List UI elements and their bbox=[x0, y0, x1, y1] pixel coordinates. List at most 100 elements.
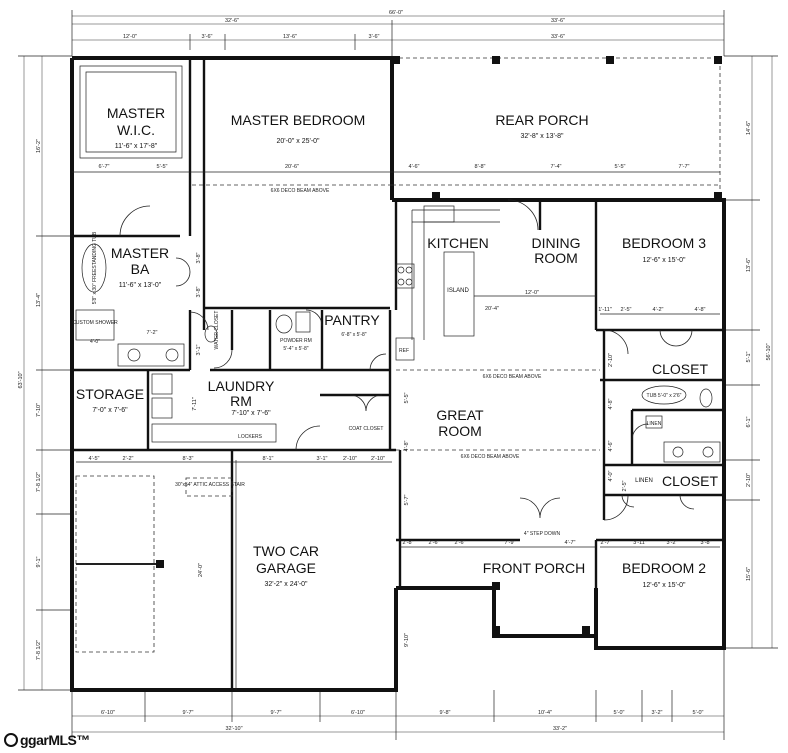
dim-bot-seg7: 5'-0" bbox=[614, 710, 625, 716]
laundry-label-1: LAUNDRY bbox=[208, 378, 275, 394]
master-ba-label-2: BA bbox=[131, 261, 150, 277]
shower-dim: 4'-0" bbox=[90, 339, 100, 345]
dim-br3-left1: 2'-10" bbox=[608, 353, 614, 367]
dim-top-right2: 33'-6" bbox=[551, 34, 565, 40]
master-bedroom-label: MASTER BEDROOM bbox=[231, 112, 366, 128]
master-ba-size: 11'-6" x 13'-0" bbox=[119, 282, 162, 289]
dim-left-mid: 13'-4" bbox=[36, 293, 42, 307]
dim-gar-seg5: 2'-10" bbox=[371, 456, 385, 462]
dim-bot-seg4: 6'-10" bbox=[351, 710, 365, 716]
garage-size: 32'-2" x 24'-0" bbox=[264, 581, 308, 588]
dim-right-210: 2'-10" bbox=[746, 473, 752, 487]
tub-label: TUB 5'-0" x 2'6" bbox=[647, 393, 682, 399]
dim-bot-seg1: 6'-10" bbox=[101, 710, 115, 716]
mls-logo: ggarMLS™ bbox=[4, 730, 90, 750]
vanity-dim: 7'-2" bbox=[147, 330, 158, 336]
dim-fp-depth: 9'-10" bbox=[404, 633, 410, 647]
dining-label-1: DINING bbox=[532, 235, 581, 251]
dim-br2-seg2: 3'-11" bbox=[633, 540, 647, 546]
dim-br3-left2: 4'-8" bbox=[608, 398, 614, 409]
linen1-label: LINEN bbox=[647, 421, 662, 427]
exterior-walls bbox=[70, 56, 726, 692]
dim-ba1: 3'-8" bbox=[196, 252, 202, 263]
dim-mbr-split: 20'-6" bbox=[285, 164, 299, 170]
bedroom2-size: 12'-6" x 15'-0" bbox=[642, 582, 686, 589]
garage-label-1: TWO CAR bbox=[253, 543, 319, 559]
dim-br2-seg4: 3'-8" bbox=[701, 540, 712, 546]
dim-right-61: 6'-1" bbox=[746, 416, 752, 427]
dim-gar-depth: 24'-0" bbox=[198, 563, 204, 577]
front-porch-label: FRONT PORCH bbox=[483, 560, 585, 576]
dim-porch-seg1: 4'-6" bbox=[409, 164, 420, 170]
dim-bot-seg2: 9'-7" bbox=[183, 710, 194, 716]
lockers-label: LOCKERS bbox=[238, 434, 263, 440]
dim-right-total: 56'-10" bbox=[766, 343, 772, 360]
rear-porch-size: 32'-8" x 13'-8" bbox=[520, 133, 564, 140]
custom-shower-label: CUSTOM SHOWER bbox=[72, 320, 118, 326]
master-ba-label-1: MASTER bbox=[111, 245, 169, 261]
dim-top-seg1: 12'-0" bbox=[123, 34, 137, 40]
ref-label: REF bbox=[399, 348, 409, 354]
dim-right-51: 5'-1" bbox=[746, 351, 752, 362]
attic-label-1: 30"x54" ATTIC ACCESS STAIR bbox=[175, 482, 245, 488]
doors bbox=[119, 199, 695, 521]
kitchen-fixtures: ISLAND REF 20'-4" 12'-0" bbox=[395, 205, 596, 361]
dim-right-top: 14'-6" bbox=[746, 121, 752, 135]
dim-br2-seg1: 2'-7" bbox=[601, 540, 612, 546]
dim-porch-seg3: 7'-4" bbox=[551, 164, 562, 170]
dim-stor-h: 7'-11" bbox=[192, 397, 198, 411]
dim-bot-seg6: 10'-4" bbox=[538, 710, 552, 716]
logo-icon bbox=[4, 733, 18, 747]
dim-left-bot: 7'-8 1/2" bbox=[36, 640, 42, 660]
dim-top-seg2: 3'-6" bbox=[202, 34, 213, 40]
dim-gar-seg2: 8'-1" bbox=[263, 456, 274, 462]
beam-great-label: 6X6 DECO BEAM ABOVE bbox=[483, 374, 542, 380]
powder-size: 5'-4" x 5'-8" bbox=[283, 346, 308, 352]
bottom-dimensions: 6'-10" 9'-7" 9'-7" 6'-10" 9'-8" 10'-4" 5… bbox=[71, 648, 725, 740]
pantry-size: 6'-8" x 5'-8" bbox=[341, 332, 366, 338]
laundry-size: 7'-10" x 7'-6" bbox=[231, 410, 271, 417]
dim-wc: 3'-1" bbox=[196, 344, 202, 355]
dim-bot-right: 33'-2" bbox=[553, 726, 567, 732]
dim-fp-seg3: 2'-6" bbox=[455, 540, 466, 546]
dim-right-156: 15'-6" bbox=[746, 567, 752, 581]
dim-cl1: 4'-6" bbox=[608, 440, 614, 451]
dim-top-seg4: 3'-6" bbox=[369, 34, 380, 40]
beam-rear-label: 6X6 DECO BEAM ABOVE bbox=[271, 188, 330, 194]
island-label: ISLAND bbox=[447, 288, 469, 294]
dim-fp-seg1: 2'-8" bbox=[403, 540, 414, 546]
dim-bot-seg9: 5'-0" bbox=[693, 710, 704, 716]
coat-closet-label: COAT CLOSET bbox=[349, 426, 384, 432]
dim-fp-seg5: 4'-7" bbox=[565, 540, 576, 546]
dim-wic-split2: 5'-5" bbox=[157, 164, 168, 170]
dim-bot-seg8: 3'-2" bbox=[652, 710, 663, 716]
powder-label: POWDER RM bbox=[280, 338, 312, 344]
dim-ba2: 3'-8" bbox=[196, 286, 202, 297]
dim-gr-left3: 4'-8" bbox=[404, 440, 410, 451]
dim-bot-seg3: 9'-7" bbox=[271, 710, 282, 716]
dim-bot-left: 32'-10" bbox=[225, 726, 242, 732]
step-down-label: 4" STEP DOWN bbox=[524, 531, 561, 537]
master-wic-size: 11'-6" x 17'-8" bbox=[115, 143, 158, 150]
dim-left-top: 16'-2" bbox=[36, 139, 42, 153]
dim-right-mid: 13'-6" bbox=[746, 258, 752, 272]
dim-br3-seg2: 2'-5" bbox=[621, 307, 632, 313]
great-room-label-2: ROOM bbox=[438, 423, 482, 439]
dim-br3-seg1: 1'-11" bbox=[598, 307, 612, 313]
closet2-label: CLOSET bbox=[662, 473, 718, 489]
dim-top-right: 33'-6" bbox=[551, 18, 565, 24]
bedroom3-label: BEDROOM 3 bbox=[622, 235, 706, 251]
master-bedroom-size: 20'-0" x 25'-0" bbox=[276, 138, 320, 145]
bedroom3-size: 12'-6" x 15'-0" bbox=[642, 257, 686, 264]
dim-top-overall: 66'-0" bbox=[389, 10, 403, 16]
dim-porch-seg5: 7'-7" bbox=[679, 164, 690, 170]
bedroom2-label: BEDROOM 2 bbox=[622, 560, 706, 576]
laundry-label-2: RM bbox=[230, 393, 252, 409]
rear-porch-label: REAR PORCH bbox=[495, 112, 588, 128]
dim-left-82: 7'-8 1/2" bbox=[36, 472, 42, 492]
dim-stor-seg2: 2'-2" bbox=[123, 456, 134, 462]
right-dimensions: 14'-6" 13'-6" 5'-1" 6'-1" 2'-10" 15'-6" … bbox=[724, 55, 778, 649]
dim-left-stor: 7'-10" bbox=[36, 403, 42, 417]
kitchen-label: KITCHEN bbox=[427, 235, 488, 251]
